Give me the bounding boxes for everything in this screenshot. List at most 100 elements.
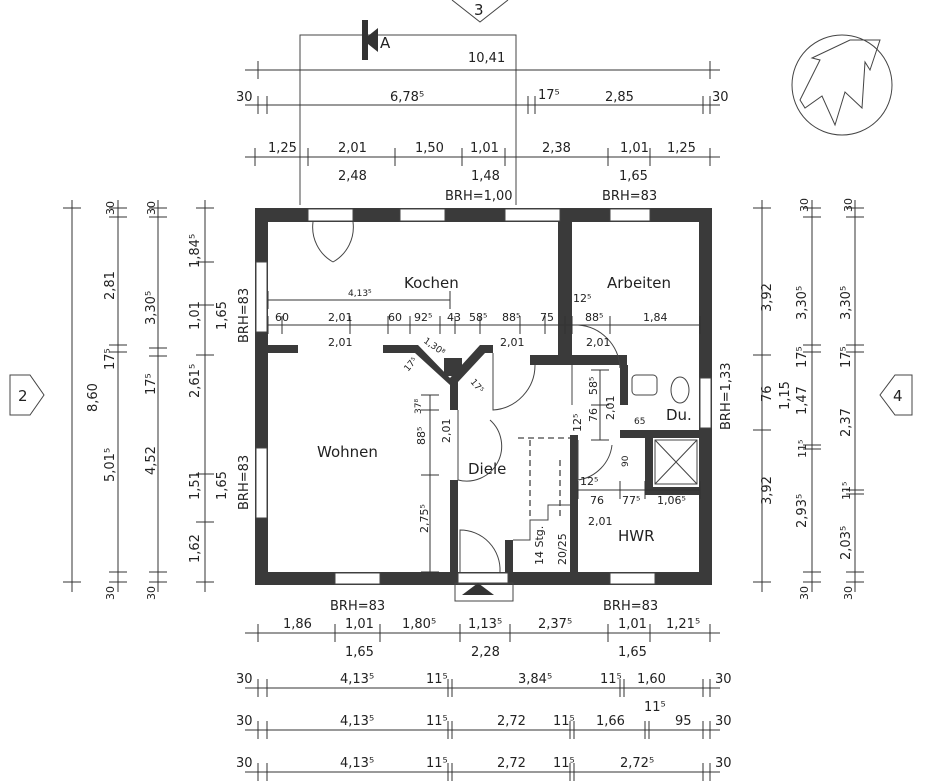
dimension-label: 4,13⁵	[340, 756, 374, 771]
dimension-label: 76	[587, 408, 600, 422]
doors	[312, 221, 621, 602]
dimension-label: 2,01	[500, 336, 525, 349]
sanitary-fixtures	[631, 374, 698, 485]
dimension-label: BRH=83	[603, 599, 658, 614]
dimension-label: 2,01	[586, 336, 611, 349]
dimension-label: BRH=1,00	[445, 189, 513, 204]
dimension-label: 88⁵	[415, 427, 428, 445]
dimension-label: 2,48	[338, 169, 367, 184]
dimension-label: 1,62	[188, 534, 203, 563]
dimension-label: 12⁵	[571, 414, 584, 432]
dimension-label: 30	[715, 756, 732, 771]
section-cut-label: A	[380, 34, 391, 52]
dimension-label: 1,84	[643, 311, 668, 324]
dimension-label: 3,30⁵	[839, 286, 854, 320]
shower-icon	[654, 439, 698, 485]
dimension-label: 2,38	[542, 141, 571, 156]
dimension-label: 1,15	[778, 381, 793, 410]
dimension-label: 12⁵	[580, 475, 598, 488]
dimension-label: 4,13⁵	[348, 289, 372, 299]
dimension-label: 30	[798, 198, 811, 212]
dimension-label: 11⁵	[796, 440, 809, 458]
dimension-label: 1,86	[283, 617, 312, 632]
dimension-label: 60	[388, 311, 402, 324]
dimension-label: 4,52	[144, 446, 159, 475]
section-marker-top-label: 3	[474, 1, 484, 19]
room-label-du: Du.	[666, 406, 692, 424]
dimension-label: 17⁵	[103, 348, 118, 370]
dimension-label: 1,84⁵	[188, 234, 203, 268]
dimension-label: 30	[236, 756, 253, 771]
dimension-label: 17⁵	[144, 373, 159, 395]
dimension-label: 1,66	[596, 714, 625, 729]
dimension-label: 2,75⁵	[418, 504, 431, 533]
dimension-lines	[63, 61, 864, 781]
dimension-label: 30	[236, 714, 253, 729]
room-label-kochen: Kochen	[404, 274, 459, 292]
dimension-label: 2,01	[440, 419, 453, 444]
dimension-label: 11⁵	[553, 756, 575, 771]
dimension-label: 2,01	[328, 336, 353, 349]
dimension-label: 30	[145, 201, 158, 215]
dimension-label: 2,81	[103, 271, 118, 300]
dimension-label: 1,01	[345, 617, 374, 632]
dimension-label: 3,30⁵	[144, 291, 159, 325]
dimension-label: 3,92	[760, 283, 775, 312]
north-arrow-icon	[791, 34, 893, 136]
dimension-label: 60	[275, 311, 289, 324]
dimension-label: 77⁵	[622, 494, 640, 507]
dimension-label: 6,78⁵	[390, 90, 424, 105]
dimension-label: 3,92	[760, 476, 775, 505]
dimension-label: 1,25	[667, 141, 696, 156]
section-marker-right: 4	[879, 374, 913, 416]
dimension-label: 76	[760, 385, 775, 402]
dimension-labels: 10,41 30 6,78⁵ 17⁵ 2,85 30 1,25 2,01 1,5…	[86, 51, 855, 771]
dimension-label: 1,01	[620, 141, 649, 156]
room-label-wohnen: Wohnen	[317, 443, 378, 461]
dimension-label: 2,01	[604, 396, 617, 421]
dimension-label: 2,61⁵	[188, 364, 203, 398]
dimension-label: 17⁵	[839, 346, 854, 368]
dimension-label: 8,60	[86, 383, 101, 412]
dimension-label: 1,13⁵	[468, 617, 502, 632]
section-marker-right-label: 4	[893, 387, 903, 405]
dimension-label: 1,01	[618, 617, 647, 632]
dimension-label: 2,01	[588, 515, 613, 528]
dimension-label: 11⁵	[553, 714, 575, 729]
section-marker-left-label: 2	[18, 387, 28, 405]
walls	[255, 208, 712, 585]
dimension-label: 1,06⁵	[657, 494, 686, 507]
dimension-label: 30	[715, 714, 732, 729]
dimension-label: 1,65	[215, 471, 230, 500]
dimension-label: BRH=83	[237, 288, 252, 343]
sink-icon	[631, 374, 658, 396]
stair-ratio: 20/25	[556, 533, 569, 565]
dimension-label: 2,72	[497, 714, 526, 729]
staircase	[513, 437, 570, 541]
dimension-label: 1,60	[637, 672, 666, 687]
dimension-label: 2,37⁵	[538, 617, 572, 632]
dimension-label: 2,72⁵	[620, 756, 654, 771]
room-label-arbeiten: Arbeiten	[607, 274, 671, 292]
dimension-label: 2,03⁵	[839, 526, 854, 560]
dimension-label: 4,13⁵	[340, 714, 374, 729]
dimension-label: 1,21⁵	[666, 617, 700, 632]
dimension-label: 1,65	[618, 645, 647, 660]
dimension-label: 1,51	[188, 471, 203, 500]
dimension-label: 1,01	[188, 301, 203, 330]
dimension-label: 88⁵	[585, 311, 603, 324]
section-cut-a: A	[299, 20, 517, 205]
dimension-label: 12⁵	[573, 292, 591, 305]
dimension-label: 3,30⁵	[795, 286, 810, 320]
room-label-diele: Diele	[468, 460, 506, 478]
dimension-label: 90	[621, 455, 631, 467]
dimension-label: 10,41	[468, 51, 505, 66]
dimension-label: 65	[634, 417, 645, 427]
section-marker-left: 2	[9, 374, 45, 416]
dimension-label: 1,25	[268, 141, 297, 156]
dimension-label: 30	[842, 198, 855, 212]
dimension-label: 3,84⁵	[518, 672, 552, 687]
dimension-label: 2,01	[328, 311, 353, 324]
dimension-label: 30	[712, 90, 729, 105]
